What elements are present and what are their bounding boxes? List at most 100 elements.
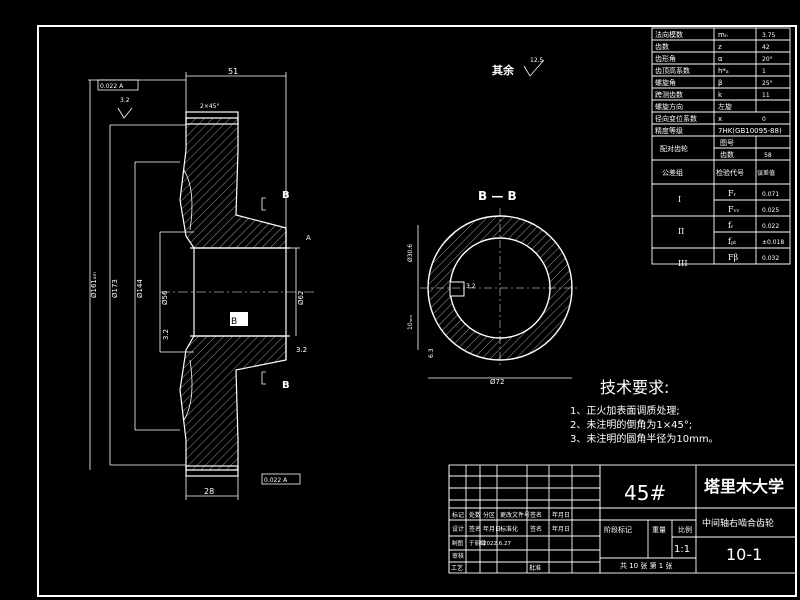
tolerance-frame-top: 0.022 A — [97, 79, 139, 91]
tech-title: 技术要求: — [600, 378, 669, 397]
param-name: 螺旋方向 — [655, 102, 683, 111]
rough-hub: 3.2 — [296, 346, 307, 354]
title-block-process-cell: 工艺 — [451, 564, 463, 572]
param-value: 1 — [762, 68, 766, 75]
param-value: 11 — [762, 92, 770, 99]
title-block: 45# 塔里木大学 中间轴右啮合齿轮 10-1 1:1 比例 阶段标记 重量 共… — [448, 464, 797, 574]
stage-label: 阶段标记 — [604, 525, 632, 534]
mating-gear-drawing: 图号 — [720, 139, 734, 147]
dim-side: Ø30.6 — [407, 244, 414, 262]
title-block-design-cell: 年月日 — [483, 525, 501, 533]
param-symbol: z — [718, 43, 722, 51]
dim-bb-diameter: Ø72 — [490, 378, 504, 386]
dim-hub-diameter: Ø62 — [297, 291, 305, 305]
drawing-number: 10-1 — [726, 545, 762, 564]
param-value: 0 — [762, 116, 766, 123]
drawing-frame — [37, 25, 797, 597]
title-block-header-cell: 年月日 — [552, 511, 570, 519]
gear-lower-section — [179, 335, 287, 471]
cut-mark-top: B — [282, 190, 290, 201]
param-symbol: 7HK(GB10095-88) — [718, 127, 782, 135]
dim-top-width: 51 — [228, 67, 238, 76]
svg-text:12.5: 12.5 — [530, 57, 544, 64]
weight-label: 重量 — [652, 526, 666, 534]
param-symbol: x — [718, 115, 722, 123]
tech-item-3: 3、未注明的圆角半径为10mm。 — [570, 432, 719, 445]
tol-value-header: 误差值 — [757, 169, 775, 177]
param-name: 法向模数 — [655, 30, 683, 39]
param-symbol: α — [718, 55, 723, 63]
param-symbol: 左旋 — [718, 102, 732, 111]
param-value: 3.75 — [762, 32, 776, 39]
gear-upper-section — [179, 117, 287, 249]
gear-section-view: B Ø161ₐₘ Ø173 Ø144 Ø56 3.2 Ø62 3.2 51 2× — [88, 67, 315, 500]
title-block-design-cell: 年月日 — [552, 525, 570, 533]
param-name: 螺旋角 — [655, 78, 676, 87]
roughness-note: 其余 12.5 — [492, 57, 545, 77]
param-name: 齿数 — [655, 42, 669, 51]
dim-chamfer: 2×45° — [200, 103, 219, 110]
tech-item-2: 2、未注明的倒角为1×45°; — [570, 418, 692, 431]
section-label: B — B — [478, 189, 517, 203]
param-symbol: k — [718, 91, 723, 99]
tol-code: fᵣ — [728, 221, 734, 230]
dim-outer-diameter: Ø161ₐₘ — [90, 272, 98, 298]
svg-text:0.022 A: 0.022 A — [100, 83, 124, 90]
tol-value: 0.022 — [762, 223, 779, 230]
material: 45# — [624, 481, 666, 505]
dim-bottom-width: 28 — [204, 487, 214, 496]
svg-text:其余: 其余 — [492, 63, 515, 77]
param-symbol: h*ₐ — [718, 67, 729, 75]
section-b-b-view: B — B Ø72 Ø30.6 10ₘₘ 3.2 6.3 — [407, 189, 580, 386]
dim-keyway: 10ₘₘ — [407, 315, 414, 330]
tech-item-1: 1、正火加表面调质处理; — [570, 404, 680, 417]
mating-gear-teeth-value: 58 — [764, 152, 772, 159]
param-value: 20° — [762, 56, 773, 63]
dim-web-diameter: Ø144 — [136, 279, 144, 298]
tol-value: 0.025 — [762, 207, 779, 214]
param-value: 42 — [762, 44, 770, 51]
title-block-draw-cell: 制图 — [452, 539, 464, 547]
mating-gear-teeth: 齿数 — [720, 150, 734, 159]
tol-code: Fᵥᵥ — [728, 205, 740, 214]
sheet-info: 共 10 张 第 1 张 — [620, 561, 673, 570]
title-block-design-cell: 标准化 — [500, 525, 518, 533]
title-block-header-cell: 处数 — [469, 511, 481, 519]
title-block-draw-cell: 2022.6.27 — [483, 541, 511, 547]
school-name: 塔里木大学 — [704, 477, 784, 496]
param-name: 径向变位系数 — [655, 114, 697, 123]
tol-group: I — [678, 195, 681, 204]
title-block-header-cell: 标记 — [452, 511, 464, 519]
section-mark-b: B — [231, 317, 237, 327]
datum-a: A — [306, 234, 311, 242]
cut-mark-bottom: B — [282, 380, 290, 391]
param-name: 精度等级 — [655, 126, 683, 135]
dim-bore-diameter: Ø56 — [161, 290, 169, 305]
param-name: 跨测齿数 — [655, 90, 683, 99]
param-name: 齿形角 — [655, 54, 676, 63]
tol-code-header: 检验代号 — [716, 168, 744, 177]
tol-value: 0.032 — [762, 255, 779, 262]
tol-group: II — [678, 227, 684, 236]
tol-code: fₚₜ — [728, 237, 736, 246]
technical-requirements: 技术要求: 1、正火加表面调质处理; 2、未注明的倒角为1×45°; 3、未注明… — [570, 378, 719, 445]
title-block-design-cell: 签名 — [530, 525, 542, 533]
dim-pitch-diameter: Ø173 — [111, 279, 119, 298]
rough-bore: 3.2 — [162, 329, 170, 340]
mating-gear-label: 配对齿轮 — [660, 144, 688, 153]
tol-group-header: 公差组 — [662, 168, 683, 177]
rough-top: 3.2 — [120, 97, 130, 104]
tol-value: ±0.018 — [762, 239, 784, 246]
param-symbol: β — [718, 79, 722, 87]
tol-group: III — [678, 259, 687, 268]
title-block-design-cell: 设计 — [452, 525, 464, 533]
rough-key: 6.3 — [428, 348, 435, 358]
title-block-design-cell: 签名 — [469, 525, 481, 533]
tolerance-frame-bottom: 0.022 A — [261, 473, 301, 485]
dim-key-height: 3.2 — [466, 283, 476, 290]
title-block-header-cell: 签名 — [530, 511, 542, 519]
param-name: 齿顶高系数 — [655, 66, 690, 75]
tol-code: Fβ — [728, 253, 739, 262]
title-block-approve-cell: 批准 — [529, 564, 541, 572]
